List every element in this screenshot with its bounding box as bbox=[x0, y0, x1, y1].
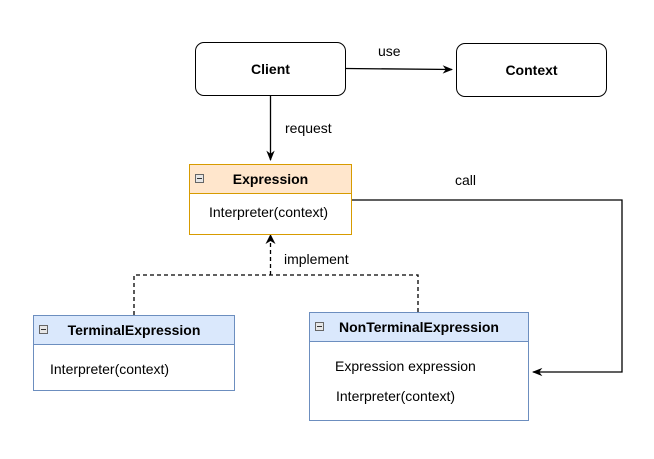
expression-method-interpreter: Interpreter(context) bbox=[209, 204, 329, 220]
edge-label-implement: implement bbox=[284, 251, 349, 267]
terminal-expression-method-interpreter: Interpreter(context) bbox=[50, 361, 170, 377]
context-label: Context bbox=[505, 62, 558, 78]
client-node[interactable]: Client bbox=[195, 42, 346, 96]
edge-call bbox=[352, 199, 623, 377]
edge-implement-arrowhead bbox=[265, 234, 276, 244]
edge-label-use: use bbox=[378, 43, 401, 59]
expression-class-title: Expression bbox=[232, 171, 309, 187]
expression-class-header: Expression bbox=[190, 165, 351, 194]
expression-class[interactable]: Expression Interpreter(context) bbox=[189, 164, 352, 235]
collapse-toggle-icon[interactable] bbox=[315, 322, 324, 331]
nonterminal-expression-class-title: NonTerminalExpression bbox=[338, 319, 499, 335]
edge-use bbox=[345, 65, 454, 74]
terminal-expression-class-title: TerminalExpression bbox=[67, 322, 201, 338]
collapse-toggle-icon[interactable] bbox=[195, 174, 204, 183]
context-node[interactable]: Context bbox=[456, 43, 607, 97]
edge-implement bbox=[133, 239, 419, 315]
nonterminal-expression-class[interactable]: NonTerminalExpression Expression express… bbox=[309, 312, 529, 421]
nonterminal-expression-method-interpreter: Interpreter(context) bbox=[336, 388, 456, 404]
collapse-toggle-icon[interactable] bbox=[39, 325, 48, 334]
nonterminal-expression-class-header: NonTerminalExpression bbox=[310, 313, 528, 342]
nonterminal-expression-field-expression: Expression expression bbox=[335, 358, 476, 374]
edge-label-call: call bbox=[455, 172, 477, 188]
client-label: Client bbox=[251, 61, 290, 77]
terminal-expression-class-header: TerminalExpression bbox=[34, 316, 234, 345]
edge-label-request: request bbox=[285, 120, 332, 136]
terminal-expression-class[interactable]: TerminalExpression Interpreter(context) bbox=[33, 315, 235, 391]
